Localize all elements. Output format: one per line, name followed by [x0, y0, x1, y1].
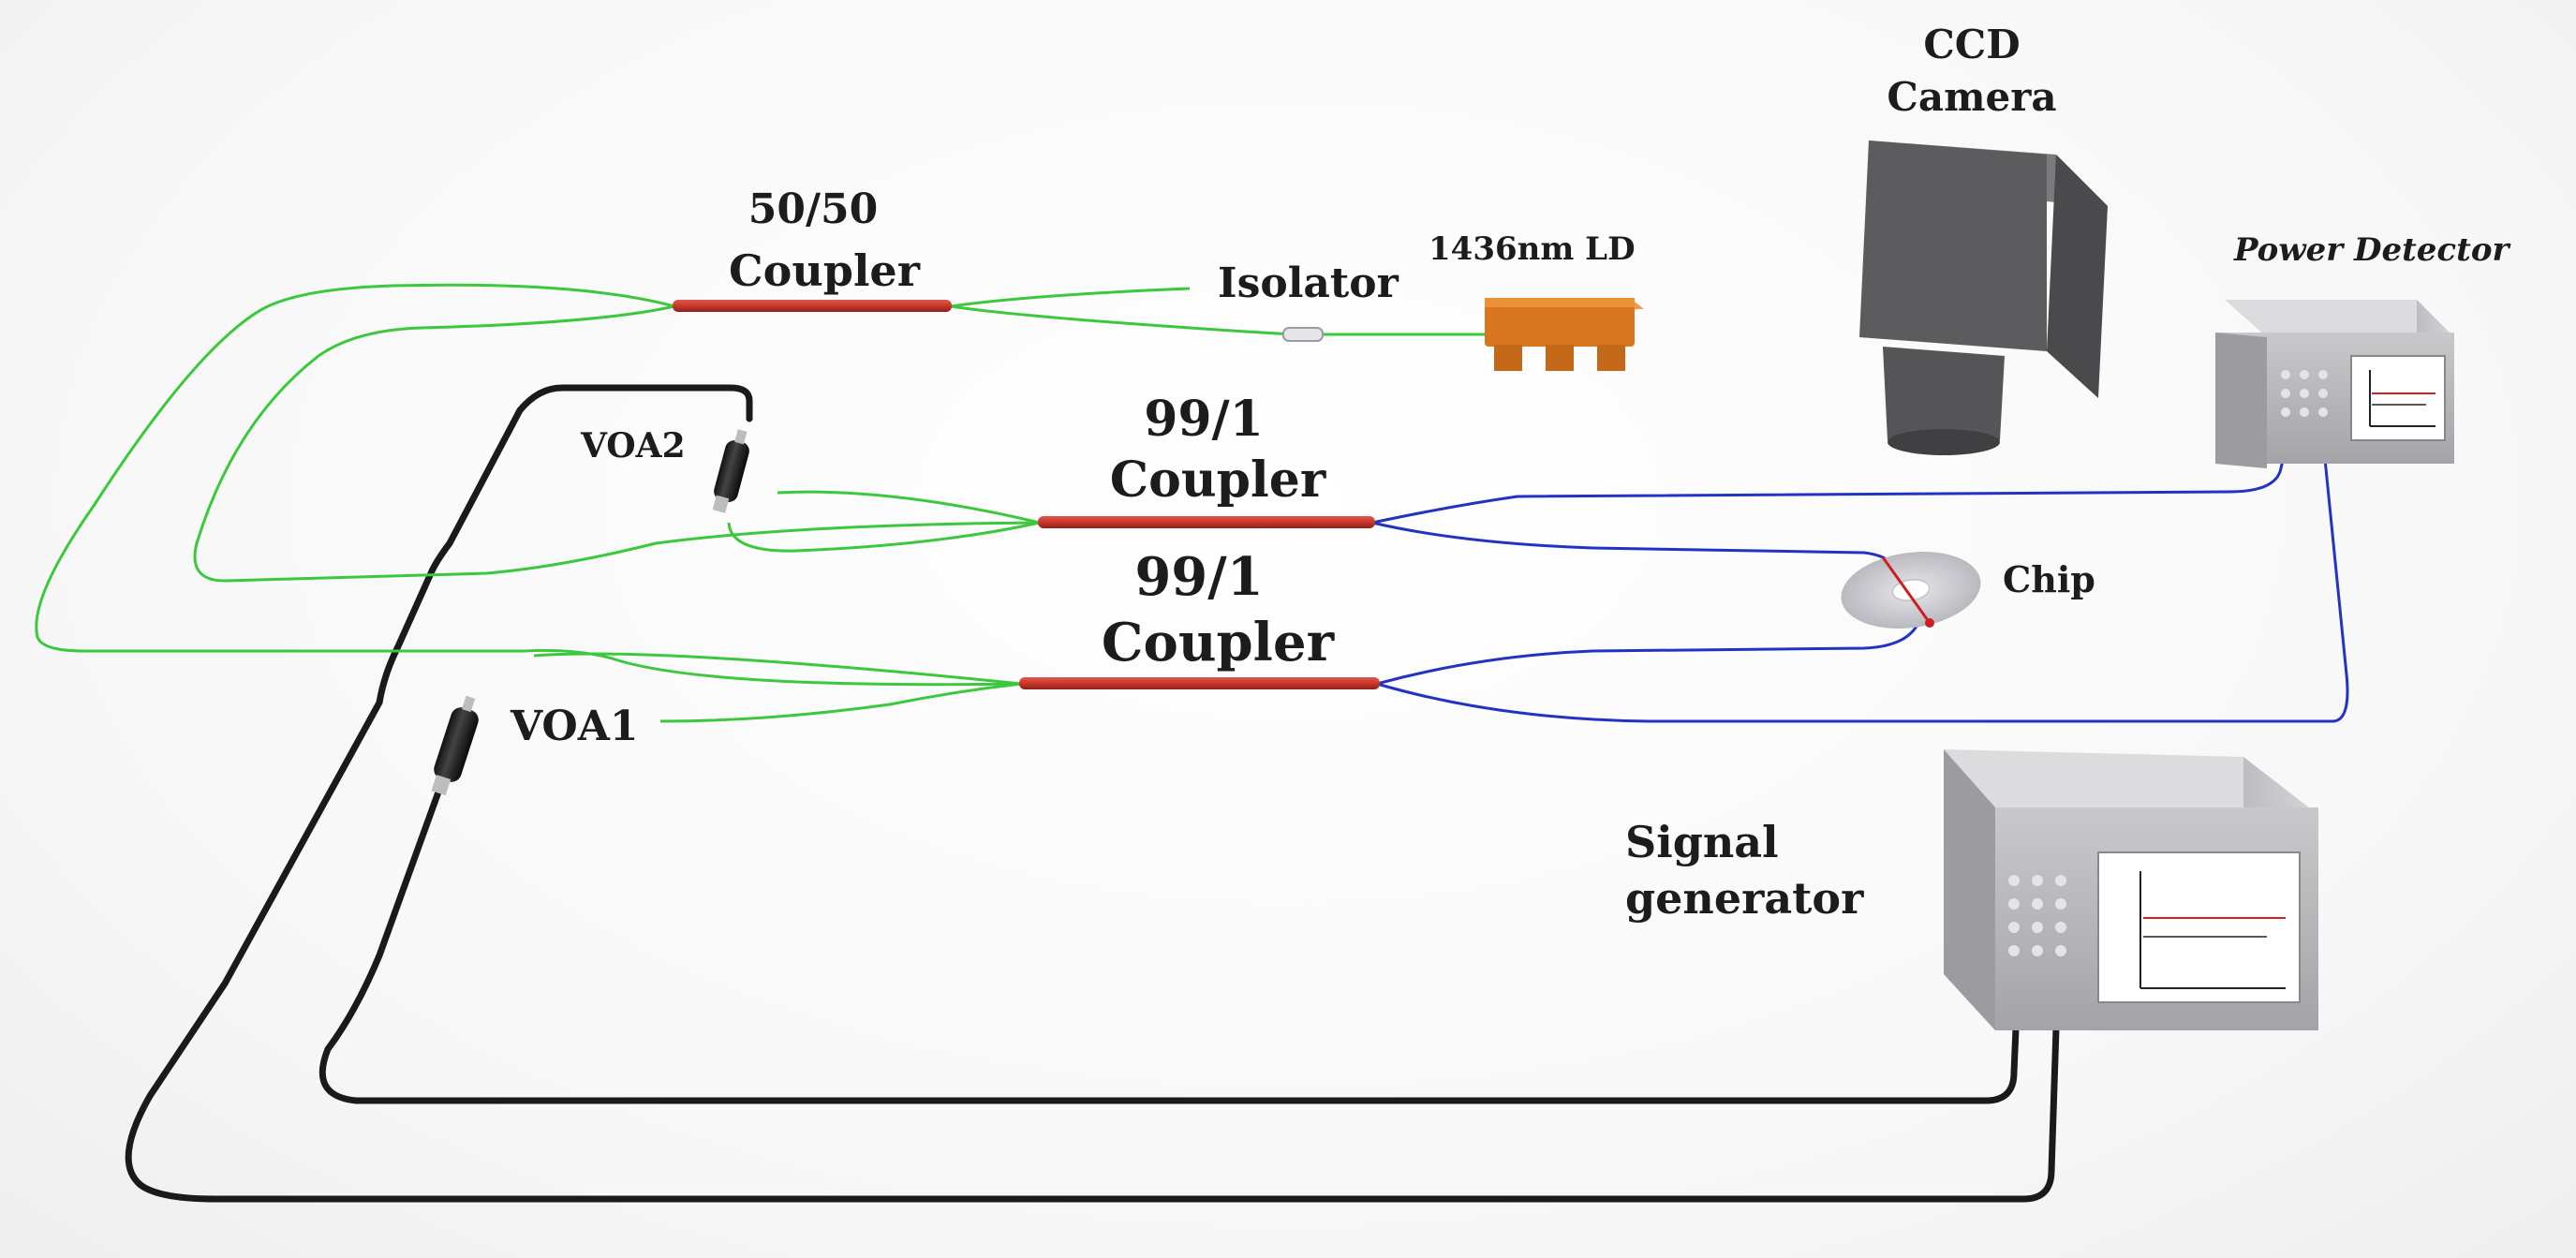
voa1-label: VOA1	[510, 703, 638, 750]
coupler-991-top-label-line1: 99/1	[1144, 391, 1264, 448]
ccd-label-line2: Camera	[1887, 74, 2056, 120]
coupler-991-bottom-body	[1019, 677, 1380, 689]
signal-generator-keypad	[2008, 875, 2066, 956]
voa2-device	[712, 429, 749, 513]
signal-generator-screen	[2097, 851, 2301, 1003]
ccd-camera-device	[1859, 141, 2108, 455]
coupler-991-bottom-label-line2: Coupler	[1102, 612, 1336, 673]
coupler-5050-label-line1: 50/50	[748, 185, 879, 233]
isolator-label: Isolator	[1218, 259, 1399, 307]
voa1-device	[431, 695, 479, 796]
chip-device	[1841, 552, 1981, 629]
ld-label: 1436nm LD	[1429, 230, 1636, 268]
signal-generator-label-line2: generator	[1625, 873, 1864, 924]
coupler-5050-label-line2: Coupler	[729, 245, 921, 296]
power-detector-label: Power Detector	[2233, 231, 2511, 269]
power-detector-device	[2215, 300, 2454, 468]
chip-label: Chip	[2003, 558, 2095, 600]
voa2-label: VOA2	[580, 426, 686, 466]
power-detector-keypad	[2281, 370, 2328, 417]
laser-diode-device	[1485, 298, 1644, 371]
coupler-991-top-label-line2: Coupler	[1110, 451, 1326, 509]
cable-voa2-to-signal-generator	[125, 384, 2060, 1203]
coupler-991-top-body	[1038, 516, 1375, 528]
cable-voa1-to-signal-generator	[318, 783, 2020, 1104]
isolator-device	[1282, 327, 1324, 342]
coupler-991-bottom-label-line1: 99/1	[1134, 546, 1263, 608]
ccd-label-line1: CCD	[1923, 22, 2020, 67]
power-detector-screen	[2350, 355, 2446, 441]
signal-generator-label-line1: Signal	[1625, 817, 1779, 867]
fiber-network-green	[35, 283, 1489, 723]
coupler-5050-body	[673, 300, 952, 312]
signal-generator-device	[1944, 749, 2318, 1030]
